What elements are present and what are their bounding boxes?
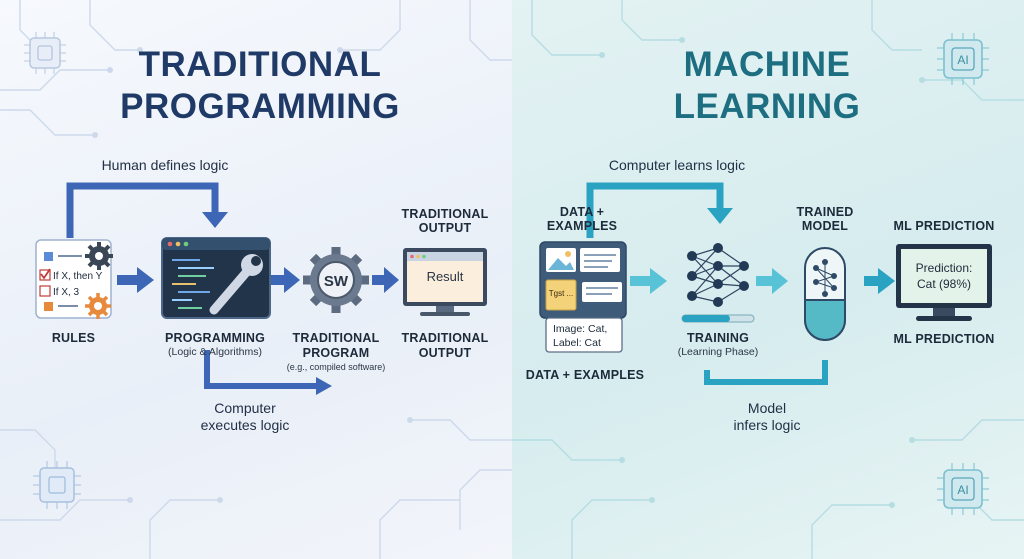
human-defines-arrow	[66, 182, 219, 238]
program-sub: (e.g., compiled software)	[286, 362, 386, 372]
data-bottom-caption: DATA + EXAMPLES	[525, 368, 645, 382]
programming-sub: (Logic & Algorithms)	[168, 346, 262, 358]
prediction-screen-line2: Cat (98%)	[917, 277, 971, 291]
model-top-caption: TRAINED	[796, 205, 854, 219]
model-infers-arrow	[704, 360, 828, 385]
prediction-screen-line1: Prediction:	[916, 261, 973, 275]
chip-icon-top-left	[24, 32, 66, 74]
data-top-caption-2: EXAMPLES	[546, 219, 618, 233]
computer-executes-arrow	[204, 350, 318, 389]
data-label-card	[545, 317, 623, 353]
ai-chip-icon-top-right	[937, 33, 989, 85]
data-label-line2: Label: Cat	[553, 337, 601, 349]
model-infers-label: Model infers logic	[712, 400, 822, 434]
traditional-programming-panel: TRADITIONAL PROGRAMMING If	[0, 0, 512, 559]
left-title-line1: TRADITIONAL	[138, 45, 382, 84]
right-title-line2: LEARNING	[673, 87, 861, 126]
prediction-top-caption: ML PREDICTION	[893, 219, 995, 233]
output-bottom-caption-2: OUTPUT	[418, 346, 472, 360]
ai-chip-label-top: AI	[957, 53, 968, 67]
human-defines-logic-label: Human defines logic	[101, 157, 229, 173]
data-top-caption: DATA +	[559, 205, 605, 219]
model-infers-line2: infers logic	[733, 417, 801, 433]
neural-network-icon	[681, 243, 755, 323]
model-infers-line1: Model	[747, 400, 787, 416]
training-sub: (Learning Phase)	[677, 346, 759, 358]
circuit-background-left	[0, 0, 512, 559]
data-tag-text: Tgst ...	[549, 289, 573, 298]
flow-arrow-training-to-model	[756, 268, 788, 294]
training-caption: TRAINING	[686, 331, 749, 345]
prediction-monitor-icon	[896, 244, 992, 321]
flow-arrow-model-to-prediction	[864, 268, 895, 294]
flow-arrow-programming-to-program	[270, 267, 300, 293]
ai-chip-label-bottom: AI	[957, 483, 968, 497]
output-top-caption-2: OUTPUT	[418, 221, 472, 235]
flow-arrow-data-to-training	[630, 268, 667, 294]
output-monitor-icon	[403, 248, 487, 316]
program-caption-2: PROGRAM	[302, 346, 370, 360]
trained-model-capsule-icon	[804, 247, 846, 341]
right-title-line1: MACHINE	[683, 45, 851, 84]
machine-learning-panel: AI AI MACHINE LEARNING	[512, 0, 1024, 559]
computer-learns-arrow	[586, 182, 724, 238]
result-screen-text: Result	[427, 269, 464, 284]
code-editor-icon	[161, 237, 271, 319]
software-gear-icon	[303, 247, 369, 313]
gear-icon-orange	[85, 293, 111, 319]
wrench-icon	[209, 254, 263, 315]
right-diagram: Tgst ... Image: Cat, Label: Cat	[539, 182, 992, 385]
left-diagram: If X, then Y If X, 3	[35, 182, 487, 395]
model-top-caption-2: MODEL	[801, 219, 849, 233]
gear-icon-dark	[85, 242, 113, 270]
prediction-bottom-caption: ML PREDICTION	[893, 332, 995, 346]
computer-executes-line1: Computer	[214, 400, 276, 416]
data-examples-icon	[539, 241, 627, 319]
left-title: TRADITIONAL PROGRAMMING	[100, 44, 420, 128]
computer-executes-label: Computer executes logic	[185, 400, 305, 434]
flow-arrow-program-to-output	[372, 267, 399, 293]
computer-executes-line2: executes logic	[200, 417, 290, 433]
rules-caption: RULES	[51, 331, 96, 345]
programming-caption: PROGRAMMING	[164, 331, 266, 345]
circuit-background-right: AI AI	[512, 0, 1024, 559]
flow-arrow-rules-to-programming	[117, 267, 154, 293]
output-top-caption: TRADITIONAL	[401, 207, 489, 221]
computer-learns-logic-label: Computer learns logic	[608, 157, 746, 173]
rule-line-2: If X, 3	[53, 287, 80, 298]
rule-line-1: If X, then Y	[53, 271, 103, 282]
chip-icon-bottom-left	[33, 461, 81, 509]
left-title-line2: PROGRAMMING	[120, 87, 400, 126]
program-caption: TRADITIONAL	[292, 331, 380, 345]
data-label-line1: Image: Cat,	[553, 323, 607, 335]
right-title: MACHINE LEARNING	[607, 44, 927, 128]
sw-label: SW	[324, 273, 349, 290]
output-bottom-caption: TRADITIONAL	[401, 331, 489, 345]
ai-chip-icon-bottom-right	[937, 463, 989, 515]
